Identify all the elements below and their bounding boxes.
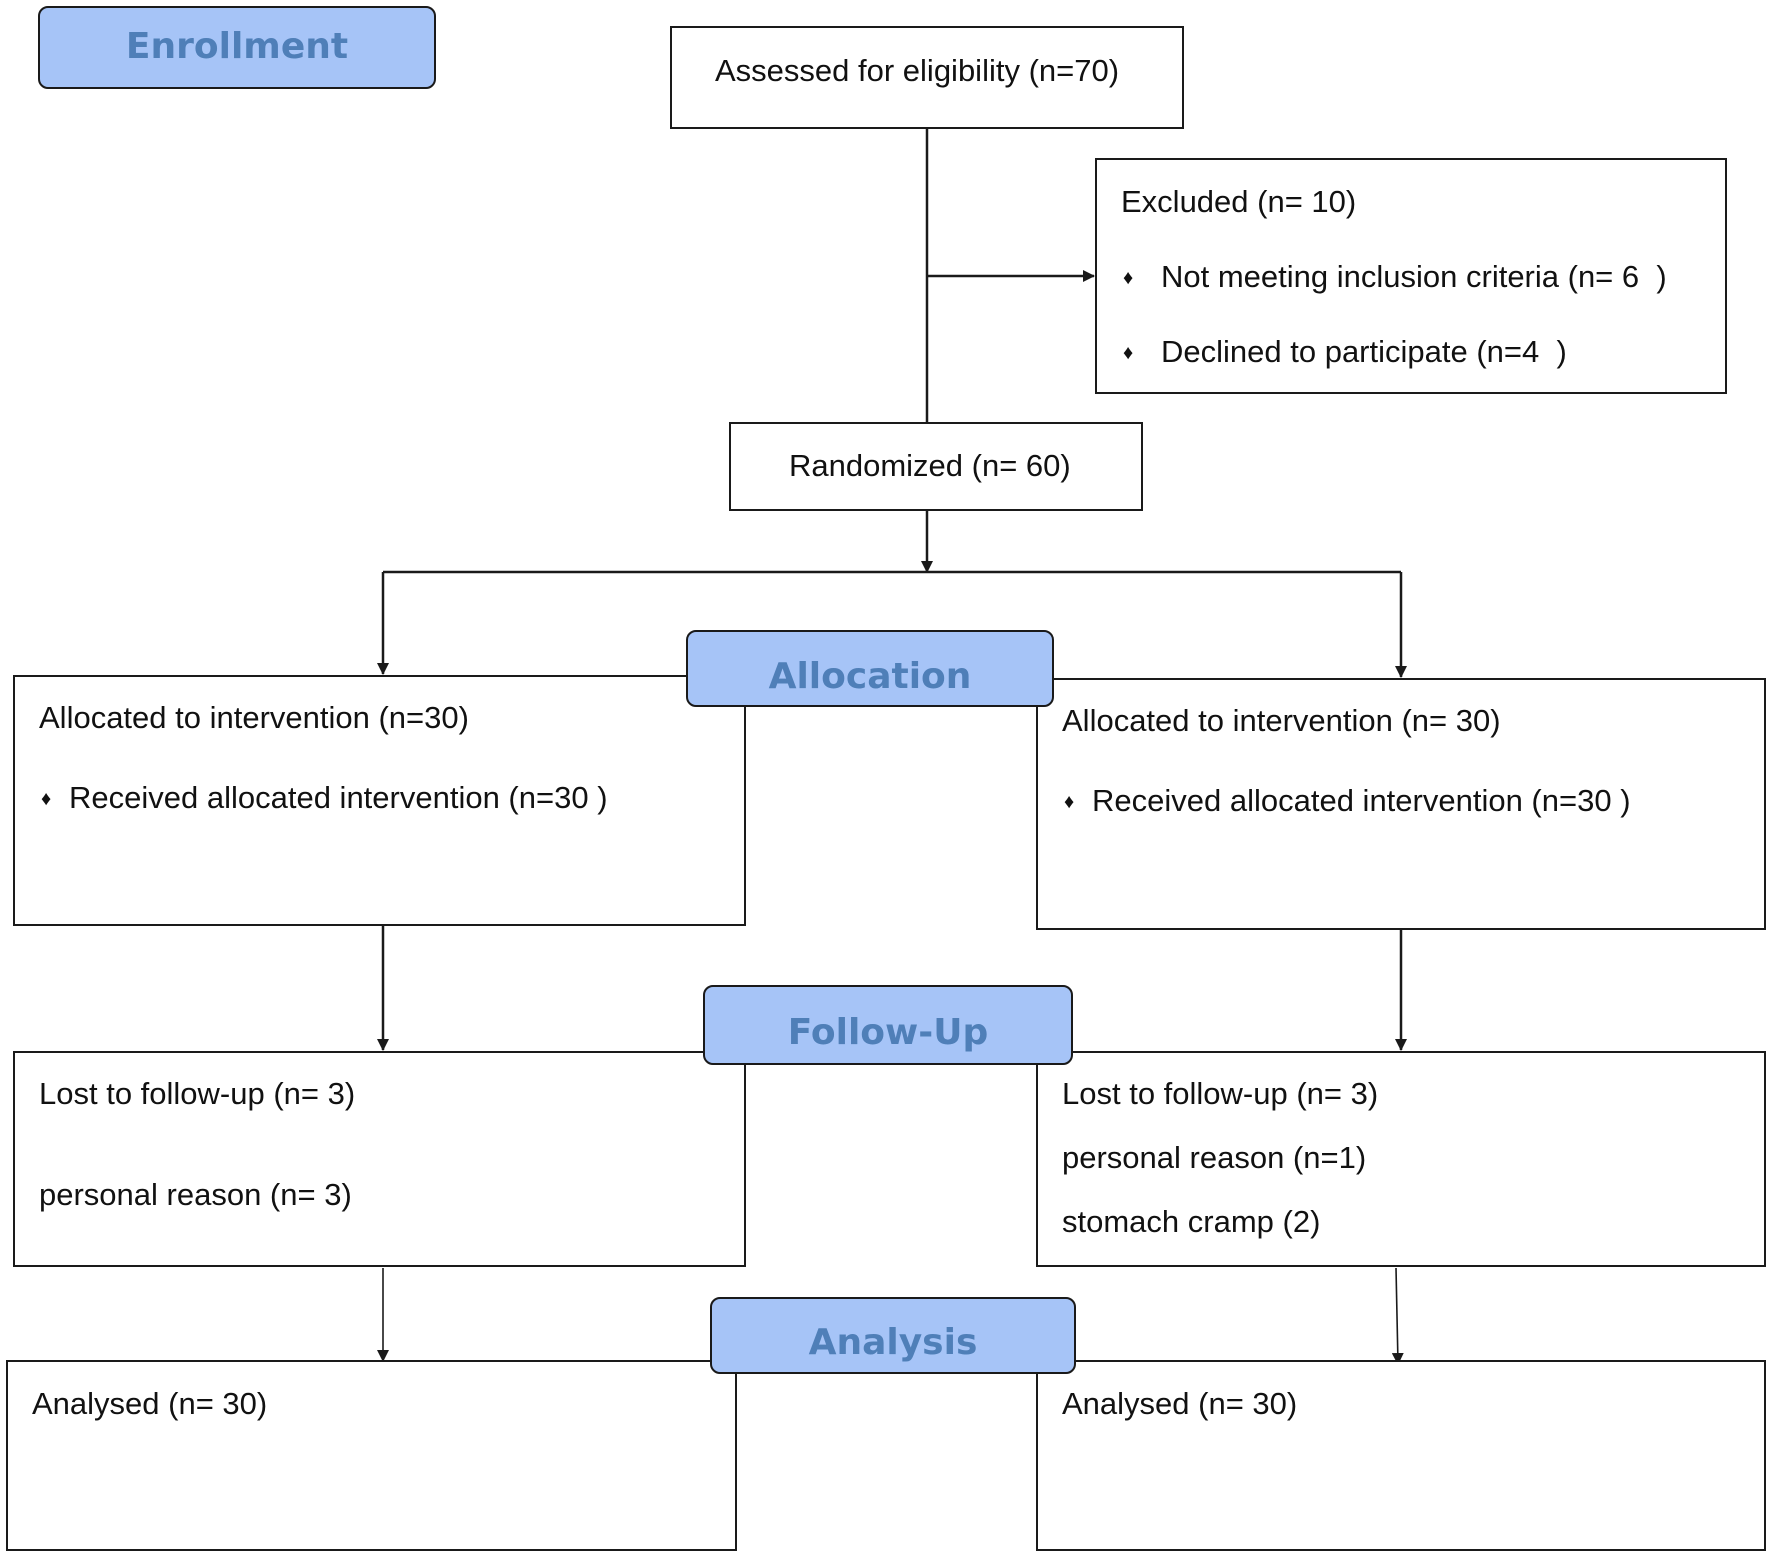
stage-follow-up: Follow-Up [703, 985, 1073, 1065]
analysis-left-text: Analysed (n= 30) [32, 1386, 268, 1421]
randomized-box: Randomized (n= 60) [729, 422, 1143, 511]
followup-right-reason: stomach cramp (2) [1062, 1204, 1321, 1239]
assessed-text: Assessed for eligibility (n=70) [715, 53, 1120, 88]
randomized-text: Randomized (n= 60) [789, 448, 1071, 483]
followup-right-title: Lost to follow-up (n= 3) [1062, 1076, 1379, 1111]
followup-right-box: Lost to follow-up (n= 3) personal reason… [1036, 1051, 1766, 1267]
assessed-box: Assessed for eligibility (n=70) [670, 26, 1184, 129]
analysis-right-box: Analysed (n= 30) [1036, 1360, 1766, 1551]
arrow-followup-to-analysis-right [1391, 1267, 1404, 1365]
bullet-icon: ♦ [41, 788, 52, 810]
bullet-icon: ♦ [1123, 267, 1134, 289]
bullet-icon: ♦ [1123, 342, 1134, 364]
allocation-left-box: Allocated to intervention (n=30) ♦ Recei… [13, 675, 746, 926]
allocation-left-item: Received allocated intervention (n=30 ) [69, 780, 608, 815]
analysis-left-box: Analysed (n= 30) [6, 1360, 737, 1551]
followup-right-reason: personal reason (n=1) [1062, 1140, 1367, 1175]
excluded-title: Excluded (n= 10) [1121, 184, 1357, 219]
followup-left-reason: personal reason (n= 3) [39, 1177, 352, 1212]
followup-left-title: Lost to follow-up (n= 3) [39, 1076, 356, 1111]
excluded-item: Declined to participate (n=4 ) [1161, 334, 1567, 369]
excluded-box: Excluded (n= 10) ♦ Not meeting inclusion… [1095, 158, 1727, 394]
allocation-right-item: Received allocated intervention (n=30 ) [1092, 783, 1631, 818]
stage-allocation: Allocation [686, 630, 1054, 707]
stage-analysis: Analysis [710, 1297, 1076, 1374]
allocation-right-title: Allocated to intervention (n= 30) [1062, 703, 1501, 738]
bullet-icon: ♦ [1064, 791, 1075, 813]
allocation-right-box: Allocated to intervention (n= 30) ♦ Rece… [1036, 678, 1766, 930]
allocation-left-title: Allocated to intervention (n=30) [39, 700, 469, 735]
followup-left-box: Lost to follow-up (n= 3) personal reason… [13, 1051, 746, 1267]
stage-enrollment: Enrollment [38, 6, 436, 89]
analysis-right-text: Analysed (n= 30) [1062, 1386, 1298, 1421]
excluded-item: Not meeting inclusion criteria (n= 6 ) [1161, 259, 1667, 294]
